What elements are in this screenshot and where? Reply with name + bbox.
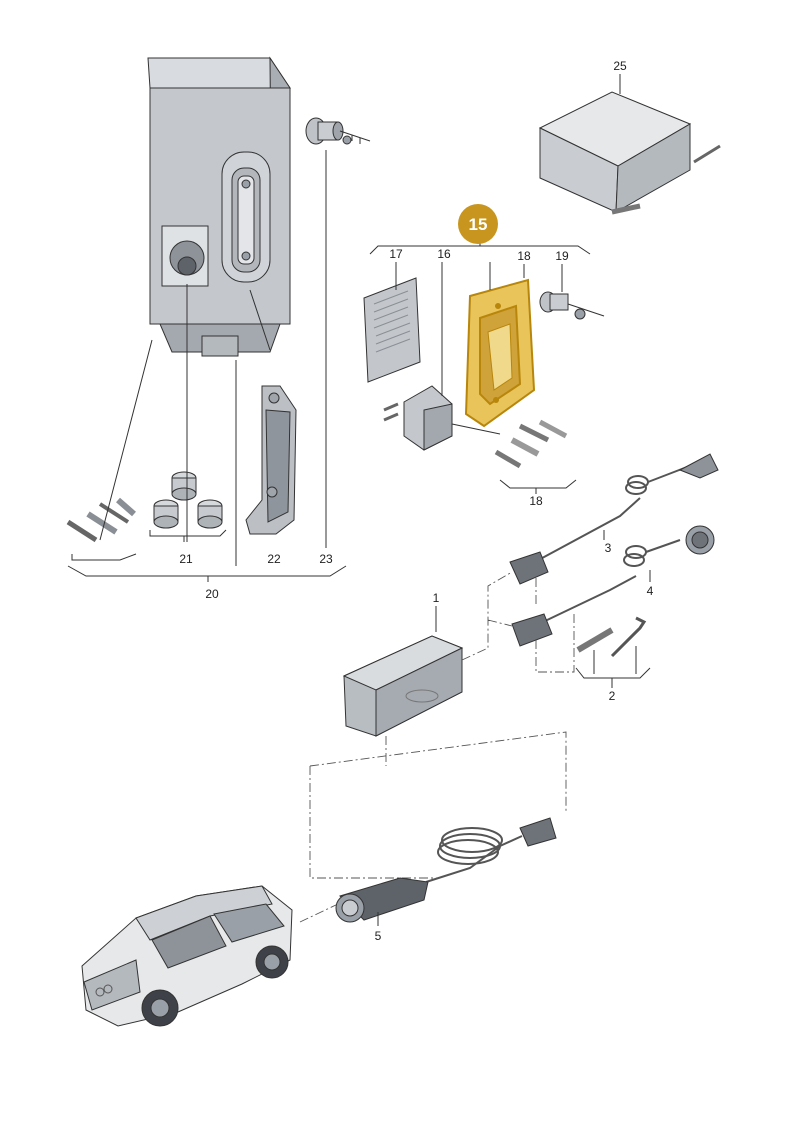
svg-text:15: 15	[469, 215, 488, 234]
charging-control-unit[interactable]	[342, 635, 464, 737]
callout-19: 19	[555, 249, 569, 263]
callout-23: 23	[319, 552, 333, 566]
wall-holder[interactable]	[245, 385, 297, 535]
callout-18b: 18	[529, 494, 543, 508]
callout-22: 22	[267, 552, 281, 566]
anchor-dowels[interactable]	[153, 471, 223, 529]
callout-4: 4	[647, 584, 654, 598]
callout-1: 1	[433, 591, 440, 605]
instruction-sheet[interactable]	[363, 277, 421, 383]
lock-19-icon[interactable]	[539, 291, 605, 320]
highlighted-holder-part[interactable]	[464, 278, 536, 428]
charging-cable-3[interactable]	[509, 453, 719, 585]
charging-cable-5[interactable]	[335, 817, 557, 923]
vehicle-suv	[81, 885, 293, 1027]
callout-5: 5	[375, 929, 382, 943]
plug-adapter[interactable]	[383, 385, 453, 451]
screws-18[interactable]	[494, 419, 568, 469]
callout-16: 16	[437, 247, 451, 261]
charging-cable-4[interactable]	[511, 525, 715, 647]
callout-badge-15: 15	[458, 204, 498, 244]
bolt-and-hex-key[interactable]	[576, 616, 647, 658]
callout-20: 20	[205, 587, 219, 601]
callout-2: 2	[609, 689, 616, 703]
callout-3: 3	[605, 541, 612, 555]
callout-18a: 18	[517, 249, 531, 263]
callout-25: 25	[613, 59, 627, 73]
key-lock-icon[interactable]	[305, 117, 371, 145]
wallbox-housing[interactable]	[147, 56, 291, 357]
charging-cable-bag[interactable]	[538, 91, 721, 215]
callout-17: 17	[389, 247, 403, 261]
screw-set[interactable]	[66, 497, 136, 543]
callout-21: 21	[179, 552, 193, 566]
